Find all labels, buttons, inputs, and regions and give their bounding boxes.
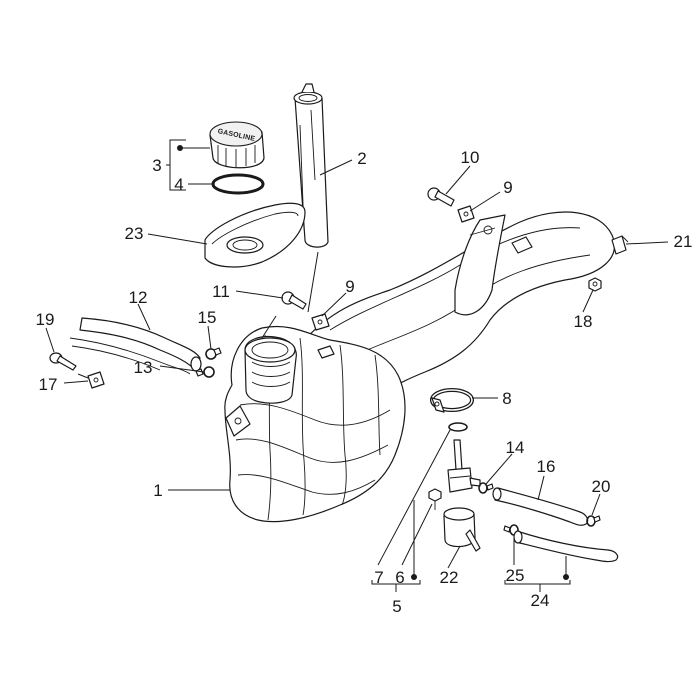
- fuel-pump-assembly: [447, 439, 481, 493]
- callout-19: 19: [36, 310, 55, 329]
- clip-21: [611, 235, 629, 255]
- callout-15: 15: [198, 308, 217, 327]
- callout-5: 5: [392, 597, 401, 616]
- hose-clamp-15: [205, 347, 222, 360]
- hose-24: [513, 530, 619, 563]
- hose-12: [69, 317, 202, 375]
- callout-10: 10: [461, 148, 480, 167]
- callout-dot-5: [411, 574, 417, 580]
- hose-16: [492, 487, 589, 526]
- callout-14: 14: [506, 438, 525, 457]
- clip-nut-9-lower: [311, 313, 330, 331]
- callout-4: 4: [174, 175, 183, 194]
- callout-3: 3: [152, 156, 161, 175]
- hose-clamp-14: [478, 482, 494, 494]
- callout-9-upper: 9: [503, 178, 512, 197]
- callout-22: 22: [440, 568, 459, 587]
- clip-nut-9-upper: [457, 205, 475, 223]
- callout-24: 24: [531, 591, 550, 610]
- callout-7: 7: [374, 568, 383, 587]
- callout-12: 12: [129, 288, 148, 307]
- filler-tray: [204, 202, 306, 268]
- callout-17: 17: [39, 375, 58, 394]
- fuel-tank: [224, 211, 615, 523]
- clip-nut-17: [87, 371, 105, 389]
- callout-21: 21: [674, 232, 693, 251]
- fuel-filter-22: [443, 507, 481, 552]
- callout-23: 23: [125, 224, 144, 243]
- screw-11: [281, 291, 307, 310]
- pump-o-ring-7: [448, 422, 468, 432]
- callout-11: 11: [212, 282, 230, 301]
- screw-19: [49, 352, 77, 371]
- callout-16: 16: [537, 457, 556, 476]
- callout-13: 13: [134, 358, 153, 377]
- callout-8: 8: [502, 389, 511, 408]
- callout-dot-24: [563, 574, 569, 580]
- callout-2: 2: [357, 149, 366, 168]
- callout-25: 25: [506, 566, 525, 585]
- callout-20: 20: [592, 477, 611, 496]
- screw-10: [427, 187, 455, 207]
- callout-9-lower: 9: [345, 277, 354, 296]
- cap-o-ring: [211, 173, 265, 195]
- nut-18: [588, 277, 602, 292]
- bolt-6: [428, 488, 442, 510]
- hose-clamp-25: [503, 524, 519, 536]
- tank-clamp-8: [430, 388, 474, 413]
- callout-1: 1: [153, 481, 162, 500]
- hose-clamp-20: [586, 515, 601, 527]
- callout-dot-3: [177, 145, 183, 151]
- leader-lines: [45, 139, 669, 592]
- fuel-cap: GASOLINE: [209, 121, 265, 169]
- callout-labels: 1 2 3 4 5 6 7 8 9 9 10 11 12 13 14 15 16…: [36, 148, 693, 616]
- callout-18: 18: [574, 312, 593, 331]
- callout-6: 6: [395, 568, 404, 587]
